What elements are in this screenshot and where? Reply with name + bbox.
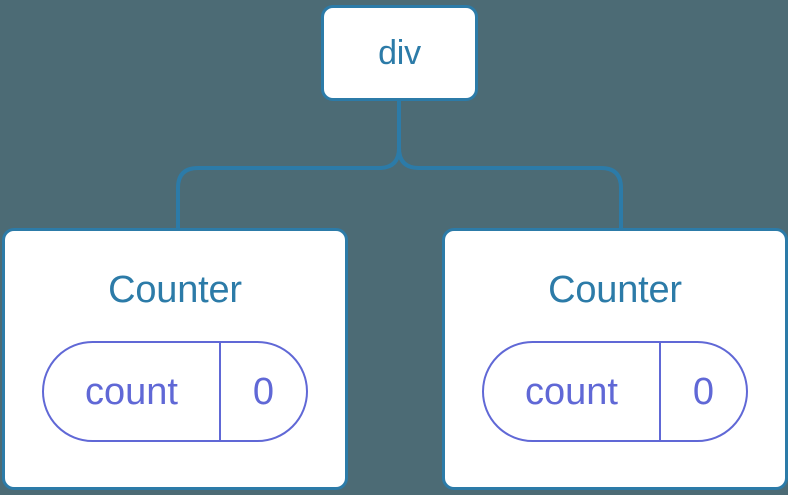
state-pill-left: count 0 [42, 341, 308, 442]
node-counter-right[interactable]: Counter count 0 [442, 228, 788, 490]
state-key-right: count [484, 343, 661, 440]
node-root-div[interactable]: div [321, 5, 478, 101]
state-pill-right: count 0 [482, 341, 748, 442]
node-counter-left-label: Counter [108, 269, 242, 311]
node-root-label: div [378, 34, 421, 72]
node-counter-left[interactable]: Counter count 0 [2, 228, 348, 490]
state-key-left: count [44, 343, 221, 440]
node-counter-right-label: Counter [548, 269, 682, 311]
state-value-left: 0 [252, 370, 275, 413]
state-value-right: 0 [692, 370, 715, 413]
